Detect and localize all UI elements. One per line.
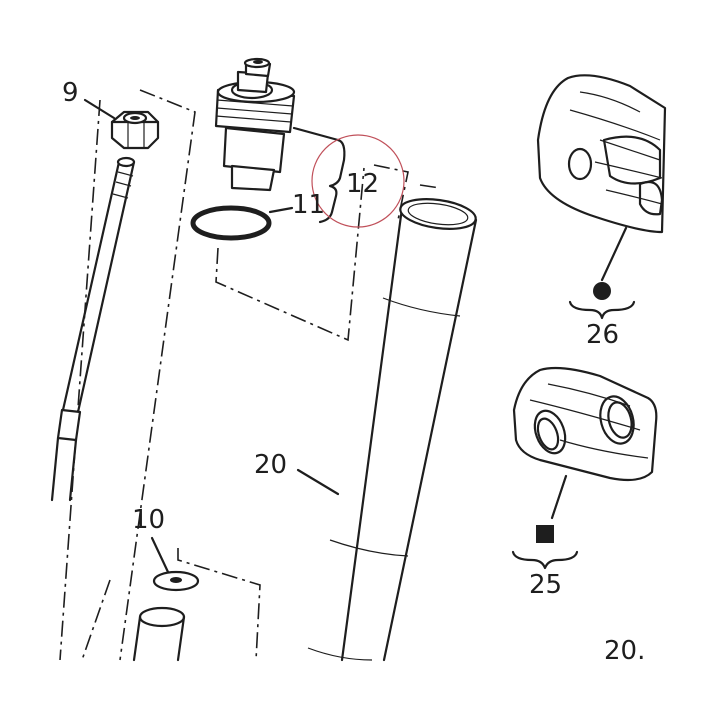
part-25-clamp	[512, 366, 658, 520]
label-part-9: 9	[62, 78, 79, 108]
leader-9	[83, 98, 116, 120]
part-12-cartridge	[214, 57, 296, 192]
assembly-guide-lines	[59, 89, 441, 661]
kit-26-symbol	[568, 282, 636, 320]
label-part-25: 25	[529, 570, 562, 600]
part-9-nut	[110, 110, 160, 150]
rod	[50, 156, 136, 502]
part-12-bracket	[292, 126, 346, 224]
highlight-circle	[311, 134, 405, 228]
lower-tube	[132, 606, 186, 662]
part-20-fork-tube	[296, 198, 478, 662]
part-26-clamp	[536, 74, 667, 282]
label-part-26: 26	[586, 320, 619, 350]
label-part-10: 10	[132, 505, 165, 535]
part-10-washer	[150, 536, 200, 592]
label-part-11: 11	[292, 190, 325, 220]
label-part-20: 20	[254, 450, 287, 480]
label-part-12: 12	[346, 169, 379, 199]
kit-25-symbol	[511, 525, 579, 570]
label-part-20-ref: 20.	[604, 636, 645, 666]
part-11-o-ring	[190, 205, 294, 241]
